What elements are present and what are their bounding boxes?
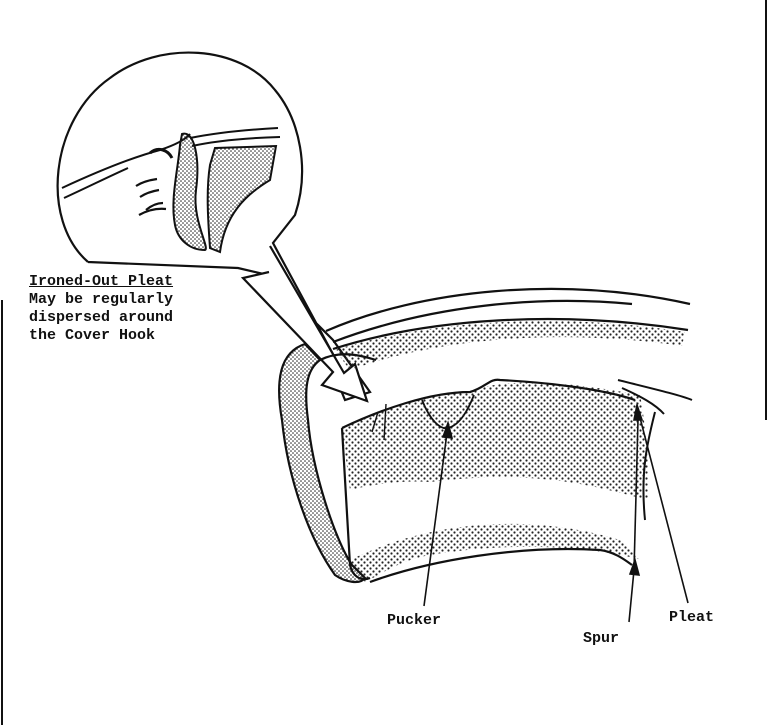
callout-line-3: the Cover Hook	[29, 327, 156, 344]
callout-arrow	[240, 245, 369, 403]
callout-line-1: May be regularly	[29, 291, 174, 308]
detail-pleat-shapes	[172, 132, 278, 254]
pleat-strip	[617, 379, 693, 521]
outer-stipple-band	[335, 320, 685, 370]
label-pucker: Pucker	[387, 612, 442, 629]
cover-panel	[340, 378, 649, 584]
detail-magnifier	[56, 51, 372, 402]
wrinkle-marks	[135, 177, 167, 216]
ironed-out-pleat-callout: Ironed-Out Pleat May be regularly disper…	[29, 273, 173, 345]
label-pleat: Pleat	[669, 609, 715, 626]
leader-lines	[423, 401, 689, 623]
cover-hook-body	[278, 342, 377, 584]
cover-outer-arcs	[325, 287, 691, 351]
callout-title: Ironed-Out Pleat	[29, 273, 174, 290]
callout-line-2: dispersed around	[29, 309, 174, 326]
label-spur: Spur	[583, 630, 620, 647]
